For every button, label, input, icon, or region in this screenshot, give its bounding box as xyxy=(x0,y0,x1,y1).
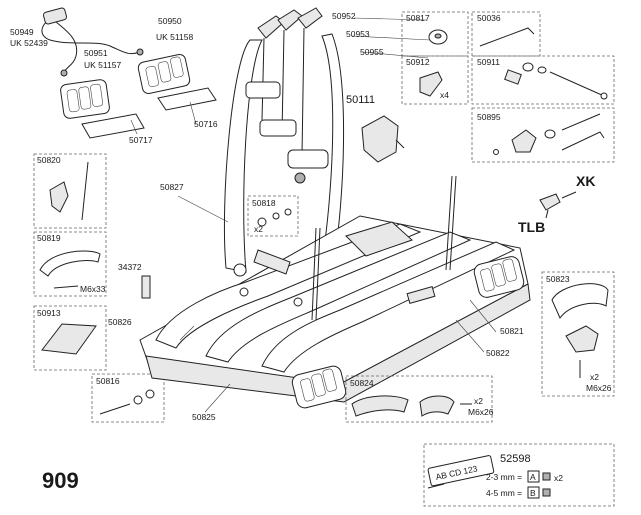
label-52598: 52598 xyxy=(500,453,531,465)
plug-icon xyxy=(42,7,68,25)
label-50951: 50951 xyxy=(84,48,108,58)
label-m6x26-a: M6x26 xyxy=(586,383,612,393)
rod-icon xyxy=(81,161,89,221)
sticker-icon xyxy=(41,323,97,355)
label-xk: XK xyxy=(576,173,595,189)
label-x2-b: x2 xyxy=(590,372,599,382)
label-m6x33: M6x33 xyxy=(80,284,106,294)
label-50955: 50955 xyxy=(360,47,384,57)
rear-lamp-right xyxy=(137,53,191,95)
box-50823 xyxy=(541,271,615,397)
license-plate-icon: AB CD 123 xyxy=(427,455,495,487)
label-50824: 50824 xyxy=(350,378,374,388)
label-50949: 50949 xyxy=(10,27,34,37)
label-50950: 50950 xyxy=(158,16,182,26)
label-uk52439: UK 52439 xyxy=(10,38,48,48)
label-50953: 50953 xyxy=(346,29,370,39)
label-50818: 50818 xyxy=(252,198,276,208)
label-50819: 50819 xyxy=(37,233,61,243)
label-50816: 50816 xyxy=(96,376,120,386)
label-plate-a: A xyxy=(530,472,536,482)
lock-cylinder-icon xyxy=(539,193,561,211)
connector-icon xyxy=(136,48,144,56)
label-50820: 50820 xyxy=(37,155,61,165)
label-50825: 50825 xyxy=(192,412,216,422)
label-plate-4-5: 4-5 mm = xyxy=(486,488,522,498)
screw-icon xyxy=(53,285,79,289)
bike-carrier-main xyxy=(139,7,531,409)
label-50822: 50822 xyxy=(486,348,510,358)
lamp-lens-right xyxy=(157,87,217,111)
long-bolt-icon xyxy=(549,71,605,97)
label-50913: 50913 xyxy=(37,308,61,318)
strap-icon xyxy=(39,250,101,277)
box-50820 xyxy=(33,153,107,229)
model-number: 909 xyxy=(42,468,79,493)
label-50821: 50821 xyxy=(500,326,524,336)
tightening-knob-icon xyxy=(361,115,399,163)
box-50818 xyxy=(247,195,299,237)
label-50036: 50036 xyxy=(477,13,501,23)
label-50912: 50912 xyxy=(406,57,430,67)
label-plate-b: B xyxy=(530,488,536,498)
label-50817: 50817 xyxy=(406,13,430,23)
label-tlb: TLB xyxy=(518,219,545,235)
label-m6x26-b: M6x26 xyxy=(468,407,494,417)
label-uk51158: UK 51158 xyxy=(156,32,193,42)
box-50824 xyxy=(345,375,493,423)
spring-icon xyxy=(141,275,151,299)
box-50816 xyxy=(91,373,165,423)
label-x2-d: x2 xyxy=(554,473,563,483)
cable-assembly xyxy=(41,7,144,77)
rear-lamp-left xyxy=(60,79,110,119)
label-50952: 50952 xyxy=(332,11,356,21)
label-50895: 50895 xyxy=(477,112,501,122)
plate-a-box xyxy=(527,470,540,483)
connector-icon xyxy=(60,69,68,77)
bracket-icon xyxy=(49,181,69,213)
label-50717: 50717 xyxy=(129,135,153,145)
label-50911: 50911 xyxy=(477,57,500,67)
label-50111: 50111 xyxy=(346,94,375,106)
plate-b-box xyxy=(527,486,540,499)
label-x2-c: x2 xyxy=(474,396,483,406)
label-50826: 50826 xyxy=(108,317,132,327)
allen-key-icon xyxy=(479,27,535,47)
label-50823: 50823 xyxy=(546,274,570,284)
label-34372: 34372 xyxy=(118,262,142,272)
box-50913 xyxy=(33,305,107,371)
label-plate-2-3: 2-3 mm = xyxy=(486,472,522,482)
lock-knob-icon xyxy=(511,129,537,153)
label-x2-a: x2 xyxy=(254,224,263,234)
label-50716: 50716 xyxy=(194,119,218,129)
label-x4: x4 xyxy=(440,90,449,100)
box-50036 xyxy=(471,11,541,57)
box-50912 xyxy=(401,55,469,105)
end-cap-icon xyxy=(551,283,609,320)
label-50827: 50827 xyxy=(160,182,184,192)
box-50819 xyxy=(33,231,107,297)
clamp-icon xyxy=(419,71,443,97)
box-50911 xyxy=(471,55,615,105)
label-uk51157: UK 51157 xyxy=(84,60,121,70)
lamp-lens-left xyxy=(81,113,145,139)
box-50895 xyxy=(471,107,615,163)
box-52598 xyxy=(423,443,615,507)
